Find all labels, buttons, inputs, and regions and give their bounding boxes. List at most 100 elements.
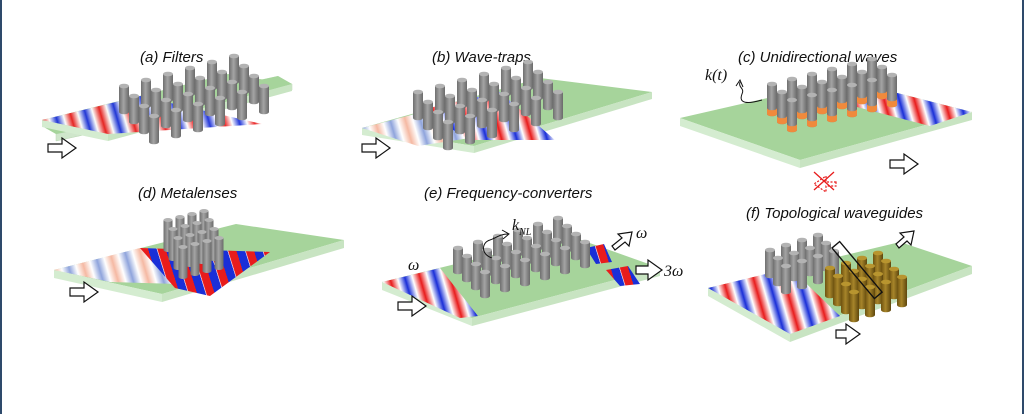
- pillar: [825, 265, 835, 299]
- panel-a-title: (a) Filters: [140, 49, 204, 66]
- pillar: [139, 103, 149, 135]
- pillar: [190, 241, 200, 277]
- blocked-cross-c: [813, 171, 835, 191]
- pillar: [163, 71, 173, 103]
- pillar: [867, 77, 877, 113]
- nonlinear-arrow-e: [483, 233, 509, 259]
- pillar: [841, 281, 851, 315]
- third-harmonic-label: 3ω: [663, 263, 683, 280]
- pillar: [789, 250, 799, 282]
- pillar: [522, 235, 532, 265]
- pillar: [443, 119, 453, 151]
- pillar: [161, 97, 171, 129]
- pillar: [560, 245, 570, 275]
- pillar-array-b: [413, 59, 563, 151]
- pillar: [877, 64, 888, 100]
- panel-f-title: (f) Topological waveguides: [746, 205, 924, 222]
- pillar: [193, 101, 203, 133]
- pillar: [847, 82, 857, 118]
- wave-field-e-in: [382, 268, 478, 318]
- pillar: [471, 261, 481, 291]
- pillar: [797, 258, 807, 290]
- panel-frequency-converters: (e) Frequency-converters ω kNL ω 3ω: [382, 185, 683, 326]
- pillar: [491, 255, 501, 285]
- pillar-array-c: [767, 56, 897, 133]
- pillar: [185, 65, 195, 97]
- input-arrow-d: [69, 280, 100, 304]
- pillar: [119, 83, 129, 115]
- pillar: [897, 274, 907, 308]
- pillar: [543, 79, 553, 111]
- pillar: [207, 59, 217, 91]
- pillar: [833, 273, 843, 307]
- pillar: [767, 81, 777, 117]
- input-arrow-e: [397, 294, 428, 318]
- pillar: [849, 289, 859, 323]
- pillar: [520, 257, 530, 287]
- pillar: [865, 284, 875, 318]
- output-frequency-label: ω: [636, 225, 647, 242]
- panel-unidirectional: (c) Unidirectional waves k(t): [680, 49, 972, 194]
- pillar-array-a: [119, 53, 269, 145]
- pillar: [509, 101, 519, 133]
- pillar: [513, 227, 523, 257]
- pillar: [215, 95, 225, 127]
- pillar: [553, 89, 563, 121]
- pillar: [807, 92, 817, 128]
- pillar: [229, 53, 239, 85]
- pillar: [499, 91, 509, 123]
- pillar: [237, 89, 247, 121]
- wave-field-e-out2: [606, 266, 640, 286]
- pillar: [457, 77, 467, 109]
- pillar: [553, 215, 563, 245]
- pillar: [467, 87, 477, 119]
- pillar: [149, 113, 159, 145]
- pillar: [511, 75, 521, 107]
- panel-topological-waveguides: (f) Topological waveguides: [708, 205, 972, 346]
- pillar-array-d: [163, 208, 224, 280]
- pillar: [217, 69, 227, 101]
- pillar: [857, 69, 867, 105]
- pillar: [501, 65, 511, 97]
- pillar: [141, 77, 151, 109]
- pillar: [195, 75, 205, 107]
- pillar: [205, 85, 215, 117]
- panel-e-title: (e) Frequency-converters: [424, 185, 593, 202]
- pillar: [887, 72, 897, 108]
- pillar: [487, 107, 497, 139]
- pillar: [500, 263, 510, 293]
- pillar: [531, 95, 541, 127]
- pillar: [489, 81, 499, 113]
- pillar: [873, 271, 883, 305]
- panel-filters: (a) Filters: [42, 49, 293, 160]
- input-frequency-label: ω: [408, 257, 419, 274]
- panel-wave-traps: (b) Wave-traps: [361, 49, 652, 160]
- pillar: [214, 235, 224, 271]
- output-arrow-e2: [635, 258, 664, 282]
- panel-d-title: (d) Metalenses: [138, 185, 238, 202]
- pillar: [473, 239, 483, 269]
- plate-c-front: [800, 112, 972, 168]
- pillar: [777, 89, 787, 125]
- pillar: [502, 241, 512, 271]
- pillar: [151, 87, 161, 119]
- blocked-arrow-c: [812, 174, 837, 194]
- pillar: [531, 243, 541, 273]
- pillar: [551, 237, 561, 267]
- wave-field-e-out1: [586, 244, 612, 264]
- pillar: [533, 221, 543, 251]
- pillar: [173, 81, 183, 113]
- pillar: [479, 71, 489, 103]
- pillar: [821, 240, 831, 272]
- waveguide-highlight-f: [831, 240, 884, 300]
- pillar: [129, 93, 139, 125]
- modulation-arrow-c: [739, 81, 763, 103]
- pillar: [881, 279, 891, 313]
- panel-c-title: (c) Unidirectional waves: [738, 49, 898, 66]
- pillar: [227, 79, 237, 111]
- pillar: [521, 85, 531, 117]
- pillar: [797, 84, 807, 120]
- pillar: [827, 87, 837, 123]
- pillar: [571, 231, 581, 261]
